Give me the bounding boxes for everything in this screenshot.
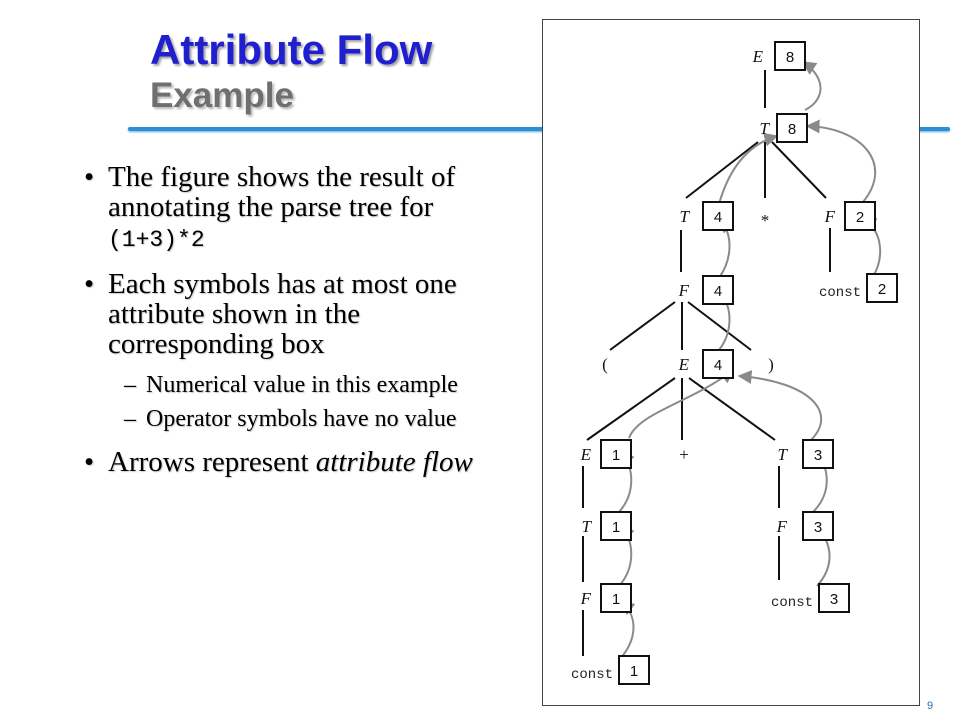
bullet-dot-icon: • bbox=[84, 161, 95, 193]
node-value: 1 bbox=[630, 663, 638, 680]
node-symbol: T bbox=[778, 445, 789, 464]
node-symbol: T bbox=[760, 119, 771, 138]
edge bbox=[771, 141, 827, 199]
bullet-item: • The figure shows the result of annotat… bbox=[84, 162, 524, 255]
bullet-code: (1+3)*2 bbox=[108, 227, 205, 253]
bullet-list: • The figure shows the result of annotat… bbox=[84, 162, 524, 491]
sub-bullet-text: Operator symbols have no value bbox=[146, 406, 457, 432]
bullet-text: Arrows represent bbox=[108, 446, 316, 478]
bullet-dot-icon: • bbox=[84, 268, 95, 300]
edge bbox=[688, 377, 776, 441]
node-symbol: F bbox=[678, 281, 690, 300]
bullet-text: Each symbols has at most one attribute s… bbox=[108, 268, 457, 360]
value-box bbox=[802, 439, 834, 469]
node-symbol: T bbox=[582, 517, 593, 536]
tree-edges bbox=[582, 70, 831, 656]
flow-arrow bbox=[805, 119, 877, 203]
node-symbol: F bbox=[824, 207, 836, 226]
node-symbol: const bbox=[819, 285, 861, 301]
node-value: 4 bbox=[714, 357, 722, 374]
slide-title: Attribute Flow bbox=[150, 26, 433, 73]
sub-bullet-item: – Numerical value in this example bbox=[84, 373, 524, 397]
flow-arrows bbox=[618, 61, 881, 661]
value-box bbox=[776, 113, 808, 143]
value-box bbox=[774, 41, 806, 71]
slide-subtitle: Example bbox=[150, 76, 294, 115]
value-box bbox=[600, 439, 632, 469]
value-box bbox=[600, 583, 632, 613]
bullet-item: • Each symbols has at most one attribute… bbox=[84, 269, 524, 359]
node-value: 1 bbox=[612, 519, 620, 536]
value-box bbox=[702, 201, 734, 231]
bullet-dash-icon: – bbox=[124, 406, 136, 432]
flow-arrow bbox=[628, 369, 735, 439]
bullet-item: • Arrows represent attribute flow bbox=[84, 447, 524, 477]
node-symbol: const bbox=[571, 667, 613, 683]
value-box bbox=[600, 511, 632, 541]
node-value: 1 bbox=[612, 591, 620, 608]
node-value: 3 bbox=[830, 591, 838, 608]
node-value: 2 bbox=[878, 281, 886, 298]
node-symbol: E bbox=[678, 355, 690, 374]
value-boxes bbox=[600, 41, 898, 685]
bullet-emphasis: attribute flow bbox=[315, 446, 473, 478]
bullet-dot-icon: • bbox=[84, 446, 95, 478]
node-symbol: E bbox=[580, 445, 592, 464]
value-box bbox=[618, 655, 650, 685]
node-symbol: T bbox=[680, 207, 691, 226]
edge bbox=[609, 301, 676, 351]
sub-bullet-text: Numerical value in this example bbox=[146, 372, 458, 398]
node-value: 2 bbox=[856, 209, 864, 226]
edge bbox=[687, 301, 752, 351]
node-symbol: + bbox=[679, 445, 689, 464]
node-symbol: F bbox=[580, 589, 592, 608]
flow-arrow bbox=[737, 370, 823, 441]
parse-tree-figure: E T T * F const F ( E ) E + T T F F cons… bbox=[542, 19, 920, 706]
bullet-text: The figure shows the result of annotatin… bbox=[108, 161, 456, 223]
flow-arrow bbox=[801, 61, 822, 111]
node-value: 8 bbox=[788, 121, 796, 138]
node-value: 8 bbox=[786, 49, 794, 66]
node-value: 4 bbox=[714, 209, 722, 226]
bullet-dash-icon: – bbox=[124, 372, 136, 398]
node-symbol: F bbox=[776, 517, 788, 536]
node-symbol: ) bbox=[768, 355, 774, 374]
node-symbol: E bbox=[752, 47, 764, 66]
node-value: 1 bbox=[612, 447, 620, 464]
node-symbol: ( bbox=[602, 355, 608, 374]
value-box bbox=[844, 201, 876, 231]
flow-arrow bbox=[718, 132, 779, 205]
node-value: 3 bbox=[814, 447, 822, 464]
parse-tree-svg: E T T * F const F ( E ) E + T T F F cons… bbox=[571, 41, 898, 685]
node-symbol: const bbox=[771, 595, 813, 611]
value-box bbox=[802, 511, 834, 541]
node-value: 3 bbox=[814, 519, 822, 536]
value-box bbox=[702, 349, 734, 379]
title-divider bbox=[128, 127, 950, 131]
sub-bullet-item: – Operator symbols have no value bbox=[84, 407, 524, 431]
page-number: 9 bbox=[927, 700, 934, 712]
value-box bbox=[818, 583, 850, 613]
value-box bbox=[702, 275, 734, 305]
node-value: 4 bbox=[714, 283, 722, 300]
edge bbox=[685, 141, 759, 199]
node-symbol: * bbox=[761, 211, 770, 230]
edge bbox=[586, 377, 676, 441]
value-box bbox=[866, 273, 898, 303]
